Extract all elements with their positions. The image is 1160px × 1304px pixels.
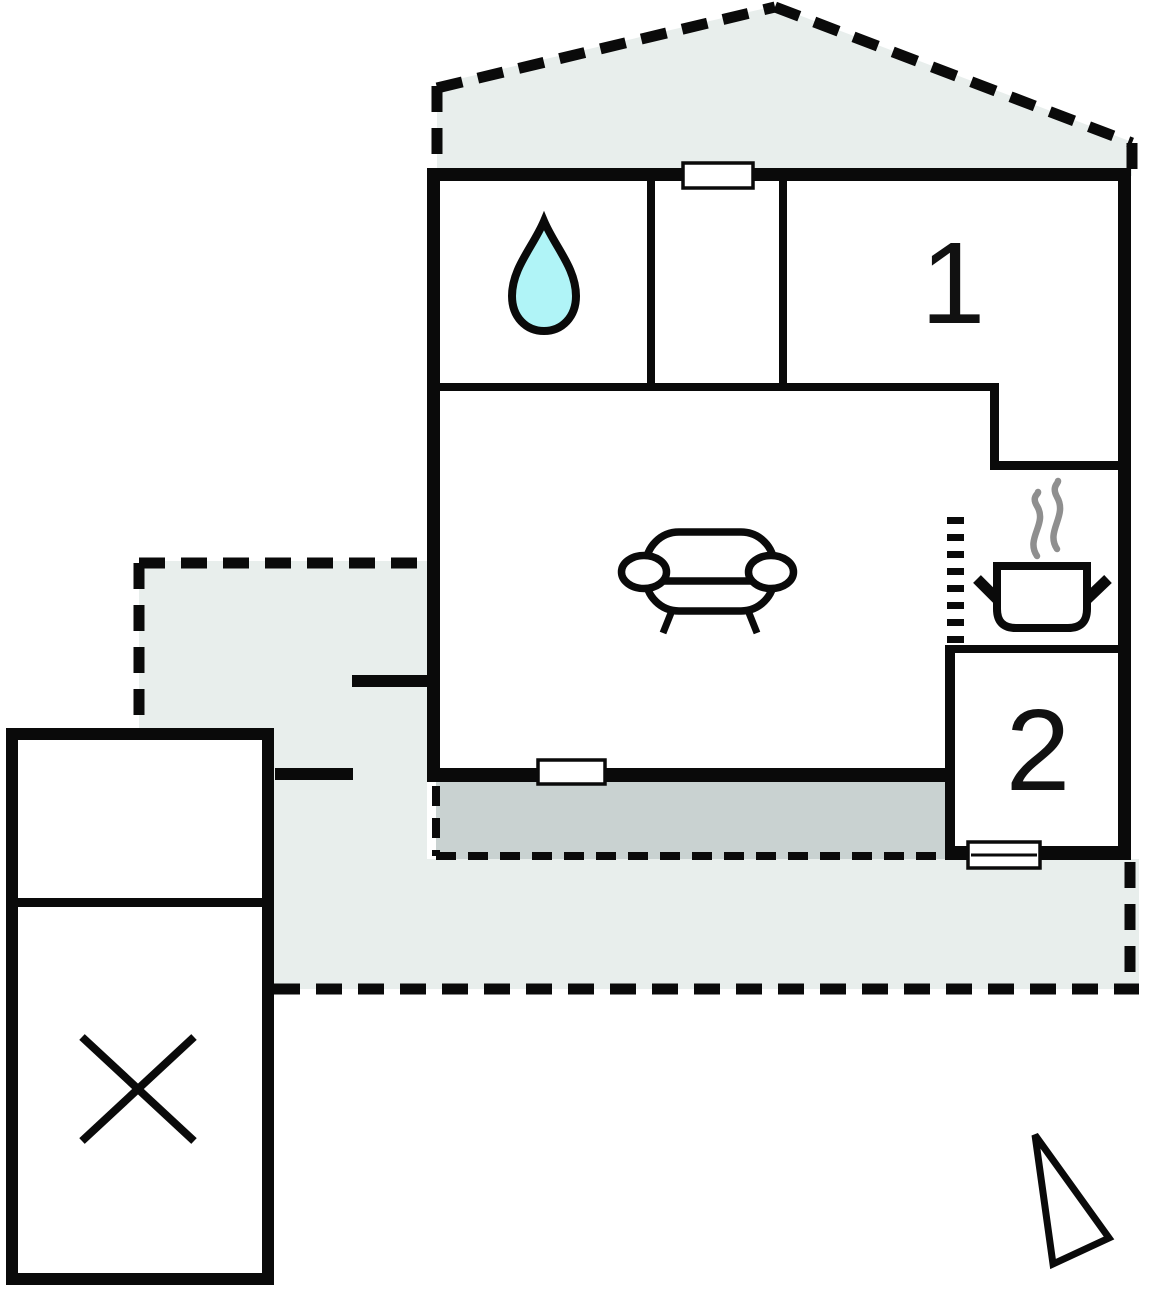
window-living-bottom	[536, 758, 607, 786]
patio-dashed-boundaries	[432, 786, 943, 860]
ladder-rung	[947, 636, 964, 643]
sofa-armrest-right	[744, 551, 798, 593]
patio-area	[436, 782, 945, 859]
wall-house-right	[1118, 168, 1131, 860]
wall-living-bottom	[427, 768, 955, 782]
hallway-area	[655, 181, 779, 383]
room-2-label: 2	[1006, 685, 1071, 815]
roof-dashed-left-slope	[435, 1, 777, 94]
crossed-area-icon	[79, 1034, 197, 1144]
walls	[6, 168, 1131, 1285]
north-arrow-icon	[1031, 1132, 1115, 1270]
wall-stub-upper	[352, 675, 430, 687]
wall-room1-step-vertical	[990, 383, 999, 470]
sofa-icon	[617, 528, 798, 635]
roof-dashed-right-slope	[773, 1, 1134, 149]
steam-wave-left	[1030, 488, 1044, 560]
wall-bathroom-hall-divider	[647, 181, 655, 391]
ladder-rung	[947, 619, 964, 626]
wall-toprooms-bottom	[427, 383, 997, 391]
ladder-rung	[947, 517, 964, 524]
pot-body	[993, 562, 1091, 632]
ladder-rung	[947, 568, 964, 575]
cross-line-b	[79, 1034, 197, 1144]
wall-annex-top	[6, 728, 274, 740]
room-1-label: 1	[921, 218, 986, 348]
wall-annex-right	[262, 728, 274, 1285]
water-drop-icon	[507, 210, 581, 336]
wall-annex-divider	[6, 898, 274, 907]
ladder-rung	[947, 551, 964, 558]
sofa-armrest-left	[617, 551, 671, 593]
ladder-rung	[947, 602, 964, 609]
window-top-wall	[681, 161, 755, 190]
wall-house-left	[427, 168, 440, 782]
steam-wave-right	[1050, 477, 1064, 553]
wall-room2-top	[945, 645, 1131, 653]
wall-kitchen-top	[990, 461, 1131, 470]
wall-annex-left	[6, 728, 18, 1285]
roof-area	[437, 6, 1132, 176]
ladder-icon	[947, 517, 964, 643]
terrace-dashed-boundaries	[133, 1, 1139, 995]
windows	[536, 161, 1042, 870]
terrace-bottom-area	[274, 859, 1139, 989]
ladder-rung	[947, 534, 964, 541]
wall-stub-lower	[275, 768, 353, 780]
wall-annex-bottom	[6, 1273, 274, 1285]
wall-hall-room1-divider	[779, 181, 787, 391]
wall-room2-left	[945, 645, 955, 860]
annex-upper-area	[18, 740, 262, 898]
wall-house-top	[427, 168, 1131, 181]
ladder-rung	[947, 585, 964, 592]
pot-steam-icon	[973, 477, 1112, 632]
terrace-left-area	[139, 561, 427, 734]
